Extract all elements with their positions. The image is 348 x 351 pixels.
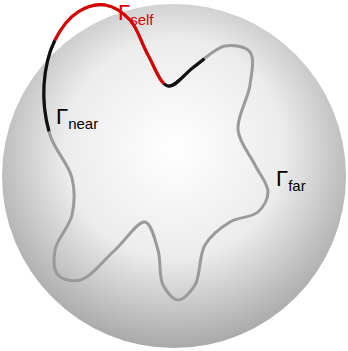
near-curve: [44, 5, 268, 300]
sphere: [2, 4, 346, 348]
curve-label: Γself: [118, 2, 153, 24]
far-curve: [44, 5, 268, 300]
curve-label: Γfar: [276, 168, 306, 190]
near-curve: [44, 5, 268, 300]
curve-label: Γnear: [56, 106, 98, 128]
self-curve: [44, 5, 268, 300]
